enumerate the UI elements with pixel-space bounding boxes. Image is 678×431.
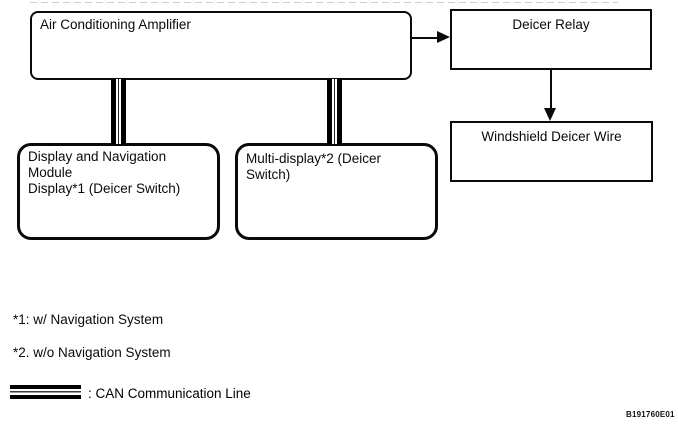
block-label: Deicer Relay bbox=[512, 17, 590, 32]
can-line-amplifier-to-display-nav bbox=[111, 79, 126, 144]
block-label: Multi-display*2 (Deicer Switch) bbox=[246, 151, 382, 182]
arrow-amplifier-to-relay-head-icon bbox=[437, 31, 450, 43]
can-line-amplifier-to-multi-display bbox=[327, 79, 342, 144]
scan-artifact-line bbox=[30, 2, 618, 3]
arrow-relay-to-wire-head-icon bbox=[544, 108, 556, 121]
can-line-legend-swatch-icon bbox=[10, 385, 81, 399]
block-label: Windshield Deicer Wire bbox=[481, 129, 622, 144]
block-label-line2: Display*1 (Deicer Switch) bbox=[28, 181, 181, 196]
block-air-conditioning-amplifier: Air Conditioning Amplifier bbox=[30, 11, 412, 80]
block-deicer-relay: Deicer Relay bbox=[450, 9, 652, 70]
block-label: Air Conditioning Amplifier bbox=[40, 17, 191, 32]
block-windshield-deicer-wire: Windshield Deicer Wire bbox=[450, 121, 653, 182]
arrow-amplifier-to-relay-line bbox=[412, 37, 439, 39]
block-display-navigation-module: Display and Navigation Module Display*1 … bbox=[17, 143, 220, 240]
footnote-navigation-system: *1: w/ Navigation System bbox=[13, 312, 164, 327]
can-line-legend-label: : CAN Communication Line bbox=[88, 386, 251, 401]
block-multi-display: Multi-display*2 (Deicer Switch) bbox=[235, 143, 438, 240]
footnote-no-navigation-system: *2. w/o Navigation System bbox=[13, 345, 171, 360]
arrow-relay-to-wire-line bbox=[550, 69, 552, 110]
figure-code: B191760E01 bbox=[626, 410, 675, 419]
block-label-line1: Display and Navigation Module bbox=[28, 149, 167, 180]
